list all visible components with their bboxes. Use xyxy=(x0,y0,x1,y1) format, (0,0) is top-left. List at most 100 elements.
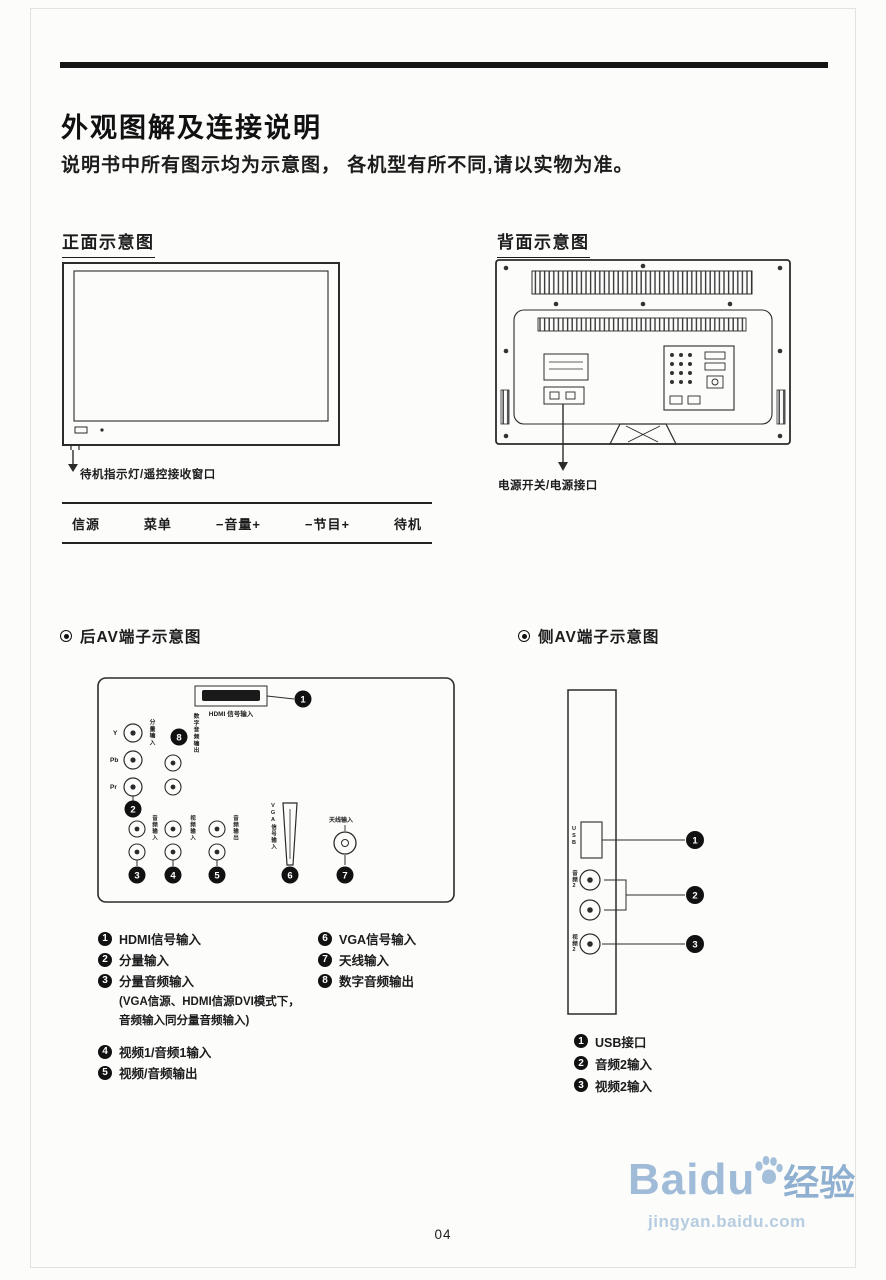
legend-marker: 2 xyxy=(98,952,112,967)
audio-out-label: 音频输出 xyxy=(232,814,239,842)
vga-label: VGA信号输入 xyxy=(270,803,278,850)
antenna-jack: 天线输入 xyxy=(329,816,357,865)
page-number: 04 xyxy=(434,1227,452,1242)
legend-marker: 7 xyxy=(318,952,332,967)
component-pb-label: Pb xyxy=(110,757,118,764)
hdmi-label: HDMI 信号输入 xyxy=(209,709,254,718)
connector-panel xyxy=(663,345,735,411)
legend-item: 8 数字音频输出 xyxy=(318,970,416,991)
legend-text: USB接口 xyxy=(595,1035,647,1050)
marker-6: 6 xyxy=(281,866,299,884)
legend-item: 5 视频/音频输出 xyxy=(98,1062,300,1083)
legend-note-line: 音频输入同分量音频输入) xyxy=(119,1014,250,1027)
section-bullet-icon xyxy=(518,630,530,642)
rear-av-heading-text: 后AV端子示意图 xyxy=(80,629,202,646)
legend-marker: 3 xyxy=(574,1078,588,1092)
legend-item: 7 天线输入 xyxy=(318,949,416,970)
svg-text:3: 3 xyxy=(692,940,697,951)
rating-plate xyxy=(543,353,589,381)
legend-text: 视频/音频输出 xyxy=(119,1067,198,1081)
legend-marker: 5 xyxy=(98,1065,112,1080)
legend-marker: 2 xyxy=(574,1056,588,1070)
audio-in-label: 音频输入 xyxy=(151,814,159,842)
power-switch xyxy=(543,386,585,405)
svg-text:1: 1 xyxy=(300,695,306,706)
usb-label: USB xyxy=(571,826,577,847)
svg-text:8: 8 xyxy=(176,733,181,744)
back-view-heading: 背面示意图 xyxy=(497,228,590,258)
vent-grille-middle xyxy=(537,317,747,332)
control-channel: −节目+ xyxy=(304,516,351,532)
power-arrow xyxy=(558,404,568,471)
back-tv-diagram xyxy=(495,259,791,471)
marker-1: 1 xyxy=(294,690,312,708)
side-av-heading-text: 侧AV端子示意图 xyxy=(538,629,660,646)
baidu-logo-text: Baidu xyxy=(628,1155,756,1204)
front-tv-diagram xyxy=(62,262,340,450)
rear-av-legend-col2: 6 VGA信号输入 7 天线输入 8 数字音频输出 xyxy=(318,928,416,991)
marker-5: 5 xyxy=(208,866,226,884)
legend-marker: 8 xyxy=(318,973,332,988)
svg-text:4: 4 xyxy=(170,871,176,882)
legend-item: 1 HDMI信号输入 xyxy=(98,928,300,949)
component-jacks: Y Pb Pr 分量输入 xyxy=(110,718,155,801)
svg-text:5: 5 xyxy=(214,871,220,882)
legend-marker: 1 xyxy=(98,931,112,946)
svg-text:3: 3 xyxy=(134,871,139,882)
legend-text: 视频1/音频1输入 xyxy=(119,1046,212,1060)
vent-strip-right xyxy=(776,389,786,425)
digital-audio-label: 数字音频输出 xyxy=(192,712,199,754)
scan-page-edge xyxy=(30,8,856,1268)
baidu-jingyan-watermark: Baidu 经验 xyxy=(628,1154,855,1202)
legend-item: 4 视频1/音频1输入 xyxy=(98,1041,300,1062)
page-subtitle: 说明书中所有图示均为示意图， 各机型有所不同,请以实物为准。 xyxy=(61,155,634,176)
legend-marker: 3 xyxy=(98,973,112,988)
component-y-label: Y xyxy=(113,730,118,737)
front-view-heading: 正面示意图 xyxy=(62,228,155,258)
front-indicator-label: 待机指示灯/遥控接收窗口 xyxy=(80,469,216,481)
component-label: 分量输入 xyxy=(148,718,155,746)
legend-text: 音频2输入 xyxy=(595,1057,652,1072)
svg-text:2: 2 xyxy=(130,805,135,816)
svg-text:2: 2 xyxy=(692,891,697,902)
page-title: 外观图解及连接说明 xyxy=(61,113,322,143)
vent-strip-left xyxy=(500,389,510,425)
side-av-heading: 侧AV端子示意图 xyxy=(518,625,659,647)
svg-text:7: 7 xyxy=(342,871,347,882)
marker-4: 4 xyxy=(164,866,182,884)
legend-text: 天线输入 xyxy=(339,954,390,968)
rear-av-heading: 后AV端子示意图 xyxy=(60,625,201,647)
marker-7: 7 xyxy=(336,866,354,884)
mid-jacks xyxy=(164,754,182,796)
legend-item: 1 USB接口 xyxy=(574,1030,652,1052)
legend-marker: 1 xyxy=(574,1034,588,1048)
component-pr-label: Pr xyxy=(110,784,117,791)
usb-port: USB xyxy=(571,821,685,859)
digital-audio-out: 8 数字音频输出 xyxy=(170,712,199,754)
back-power-label: 电源开关/电源接口 xyxy=(498,480,598,492)
av-jack-columns: 音频输入 视频输入 音频输出 xyxy=(128,814,239,866)
svg-text:6: 6 xyxy=(287,871,292,882)
audio2-jacks: 音频2 xyxy=(571,869,685,921)
legend-item: 6 VGA信号输入 xyxy=(318,928,416,949)
audio2-label: 音频2 xyxy=(571,869,578,890)
antenna-label: 天线输入 xyxy=(329,816,353,824)
stand-bracket xyxy=(609,423,677,445)
section-bullet-icon xyxy=(60,630,72,642)
legend-item: 3 分量音频输入 xyxy=(98,970,300,991)
legend-text: 分量音频输入 xyxy=(119,975,195,989)
rear-av-legend-col1: 1 HDMI信号输入 2 分量输入 3 分量音频输入 (VGA信源、HDMI信源… xyxy=(98,928,300,1083)
side-av-legend: 1 USB接口 2 音频2输入 3 视频2输入 xyxy=(574,1030,652,1096)
legend-text: 视频2输入 xyxy=(595,1079,652,1094)
vent-grille-top xyxy=(531,270,753,295)
vga-port: VGA信号输入 xyxy=(270,802,298,866)
rear-av-panel-diagram: HDMI 信号输入 1 8 数字音频输出 Y Pb Pr 分量输入 2 xyxy=(97,677,455,903)
front-indicator-arrow xyxy=(68,450,78,472)
legend-marker: 6 xyxy=(318,931,332,946)
side-av-panel-diagram: USB 1 音频2 2 视频2 3 xyxy=(567,689,704,1015)
legend-marker: 4 xyxy=(98,1044,112,1059)
control-volume: −音量+ xyxy=(215,516,261,532)
legend-note-line: (VGA信源、HDMI信源DVI模式下， xyxy=(119,995,300,1008)
baidu-paw-icon xyxy=(755,1155,783,1184)
